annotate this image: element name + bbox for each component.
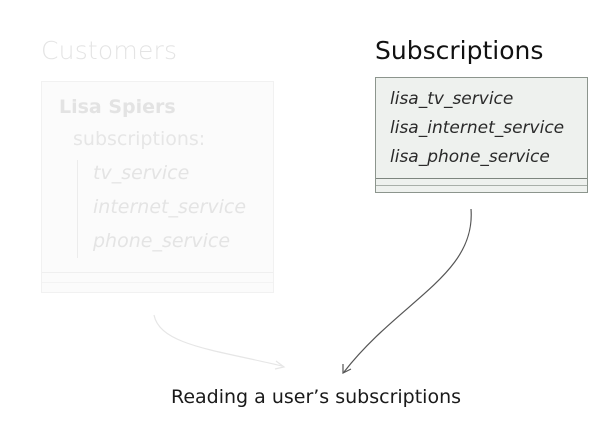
customer-subscription-item: internet_service: [93, 196, 247, 218]
subscription-item: lisa_phone_service: [390, 147, 550, 167]
customer-card: Lisa Spiers subscriptions: tv_service in…: [41, 81, 274, 293]
customer-subscriptions-label: subscriptions:: [73, 128, 206, 150]
read-arrow-head-icon: [342, 364, 352, 374]
subscriptions-card-divider: [376, 178, 587, 179]
subscriptions-list: lisa_tv_service lisa_internet_service li…: [390, 88, 564, 175]
customers-title: Customers: [41, 36, 178, 65]
read-arrow: [343, 208, 472, 373]
subscriptions-card: lisa_tv_service lisa_internet_service li…: [375, 77, 588, 193]
subscriptions-card-divider: [376, 185, 587, 186]
subscription-item: lisa_internet_service: [390, 118, 565, 138]
customer-subscription-item: phone_service: [93, 230, 231, 252]
customer-subscriptions-bracket: [77, 160, 78, 258]
customer-name: Lisa Spiers: [59, 96, 176, 118]
faded-arrow-head-icon: [274, 360, 286, 370]
faded-arrow: [153, 314, 283, 367]
subscriptions-title: Subscriptions: [375, 36, 544, 65]
customer-subscription-item: tv_service: [93, 162, 190, 184]
customer-subscription-list: tv_service internet_service phone_servic…: [93, 162, 246, 264]
customer-card-divider: [42, 272, 273, 273]
diagram-caption: Reading a user’s subscriptions: [170, 386, 462, 408]
customer-card-divider: [42, 282, 273, 283]
subscription-item: lisa_tv_service: [390, 89, 514, 109]
